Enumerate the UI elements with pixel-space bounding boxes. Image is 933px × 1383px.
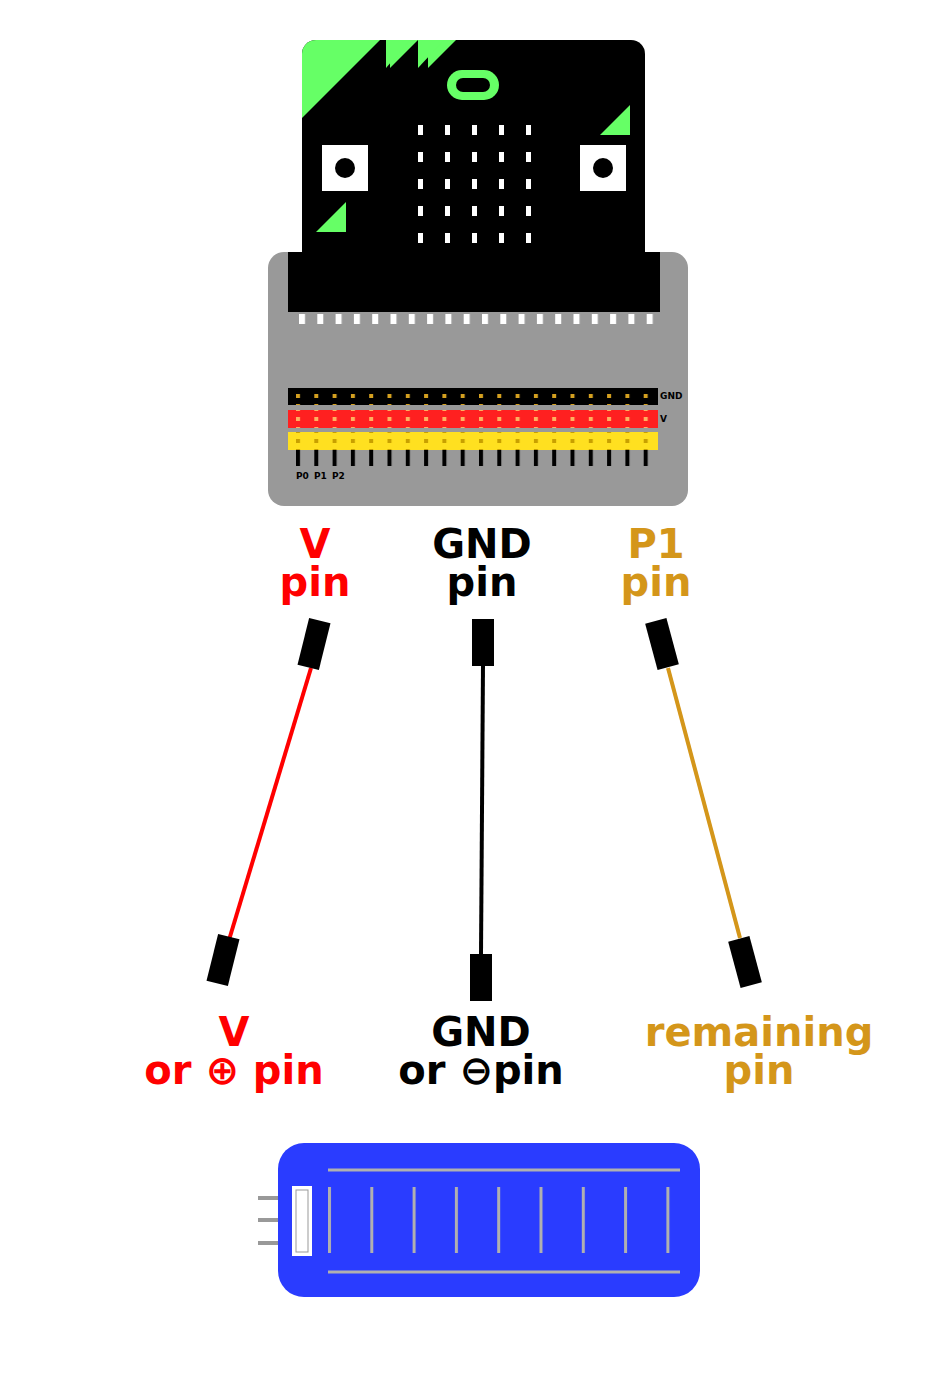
pin-label: V pin — [280, 525, 351, 601]
pin-label: GND pin — [432, 525, 532, 601]
pin-row-label: P0 — [296, 471, 309, 481]
pin-label: P1 pin — [621, 525, 692, 601]
breakout-board-art — [268, 252, 688, 506]
pin-label: GND or ⊖pin — [398, 1013, 563, 1089]
module — [258, 1143, 700, 1297]
pin-row-label: GND — [660, 391, 682, 401]
pin-row-label: P1 — [314, 471, 327, 481]
pin-row-label: V — [660, 414, 667, 424]
pin-label: V or ⊕ pin — [144, 1013, 323, 1089]
pin-label: remaining pin — [645, 1013, 874, 1089]
jumper-wires — [207, 618, 762, 1001]
pin-row-label: P2 — [332, 471, 345, 481]
breakout-board: GND V P0 P1 P2 — [268, 252, 688, 506]
microbit — [302, 40, 645, 270]
